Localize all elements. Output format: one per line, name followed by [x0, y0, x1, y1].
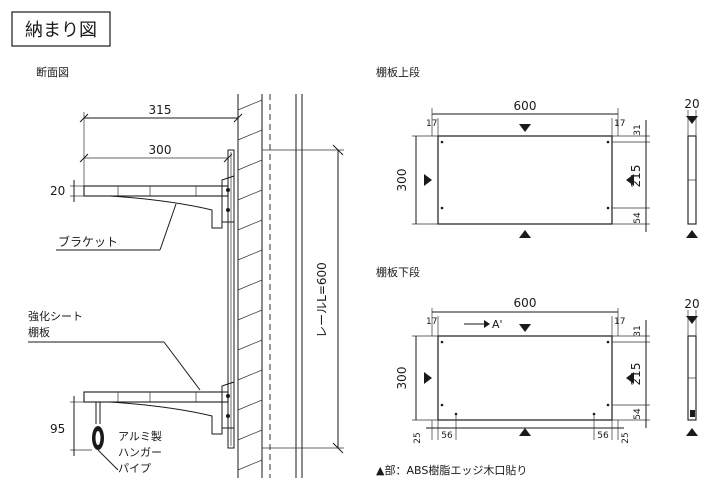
upper-width-dimension: [431, 108, 619, 136]
lower-top-hole: 31: [633, 325, 643, 336]
upper-bottom-hole: 54: [633, 212, 643, 224]
lower-bottom-dimensions: [426, 414, 624, 440]
depth-300-dimension: [79, 153, 233, 163]
lower-hole-span: 215: [629, 363, 643, 386]
lower-shelf-section: [83, 381, 235, 450]
dim-300-label: 300: [149, 143, 172, 157]
lower-arrow-label: A': [492, 318, 503, 331]
bracket-label: ブラケット: [58, 234, 118, 249]
upper-width-label: 600: [514, 99, 537, 113]
lower-right-gap: 56: [597, 431, 609, 441]
shelf-label-line1: 強化シート: [28, 309, 83, 323]
shelf-leader: [28, 341, 201, 391]
upper-top-hole: 31: [633, 124, 643, 135]
lower-right-inset: 17: [614, 317, 625, 327]
upper-left-inset: 17: [426, 119, 437, 129]
thickness-20-dimension: [70, 180, 84, 202]
pipe-label-line3: パイプ: [118, 462, 151, 475]
edge-note: ▲部：ABS樹脂エッジ木口貼り: [376, 463, 527, 477]
lower-left-inset: 17: [426, 317, 437, 327]
upper-side-thickness: 20: [684, 97, 699, 111]
dim-315-label: 315: [149, 103, 172, 117]
title-box: [11, 11, 111, 47]
lower-left-gap: 56: [441, 431, 453, 441]
pipe-label-line1: アルミ製: [118, 429, 162, 443]
dim-95-label: 95: [50, 422, 65, 436]
lower-right-edge: 25: [621, 432, 631, 443]
rail: [227, 149, 235, 449]
lower-shelf-plan: [424, 320, 634, 436]
lower-depth-dimension: [412, 335, 438, 421]
pipe-label-line2: ハンガー: [118, 446, 162, 459]
lower-left-edge: 25: [413, 432, 423, 443]
shelf-label-line2: 棚板: [28, 325, 50, 339]
rail-length-label: レールL=600: [315, 262, 329, 338]
upper-shelf-plan: [424, 124, 634, 238]
lower-side-thickness: 20: [684, 297, 699, 311]
lower-width-label: 600: [514, 296, 537, 310]
section-heading: 断面図: [36, 65, 69, 79]
upper-right-inset: 17: [614, 119, 625, 129]
wall: [237, 94, 303, 478]
drawing-title: 納まり図: [25, 20, 97, 41]
dim-20-label: 20: [50, 184, 65, 198]
hanger-95-dimension: [70, 396, 92, 456]
upper-shelf-section: [83, 175, 235, 229]
upper-hole-dimensions: [612, 120, 650, 232]
depth-315-dimension: [79, 112, 243, 186]
lower-heading: 棚板下段: [376, 265, 420, 279]
lower-depth-label: 300: [395, 367, 409, 390]
upper-heading: 棚板上段: [376, 65, 420, 79]
upper-depth-label: 300: [395, 169, 409, 192]
pipe-leader: [97, 449, 119, 471]
bracket-leader: [56, 203, 177, 251]
upper-hole-span: 215: [629, 165, 643, 188]
upper-depth-dimension: [412, 135, 438, 225]
rail-length-dimension: [262, 144, 344, 454]
lower-bottom-hole: 54: [633, 408, 643, 420]
upper-side-profile: [686, 110, 698, 238]
lower-side-profile: [686, 310, 698, 436]
lower-hole-dimensions: [612, 320, 650, 428]
lower-width-dimension: [431, 308, 619, 336]
